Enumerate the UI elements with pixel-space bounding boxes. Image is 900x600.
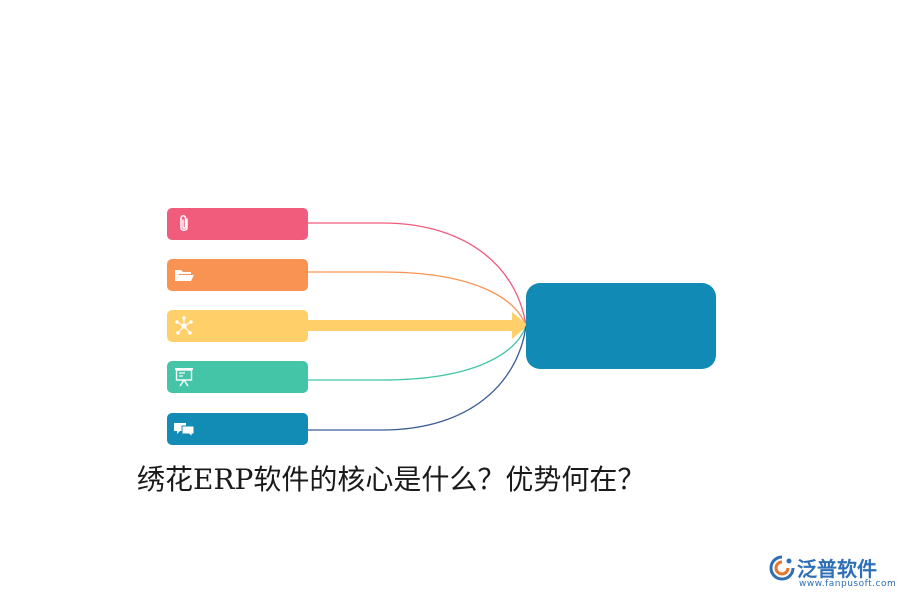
- connector-network-bar: [308, 320, 514, 331]
- watermark-brand: 泛普软件: [797, 557, 877, 581]
- node-paperclip: [167, 208, 308, 240]
- node-network: [167, 310, 308, 342]
- folder-icon: [175, 270, 194, 281]
- network-icon: [175, 316, 193, 335]
- connector-network-arrowhead: [512, 312, 528, 339]
- connector-folder: [308, 271, 527, 327]
- watermark-logo: 泛普软件 www.fanpusoft.com: [768, 552, 897, 594]
- node-chat: [167, 413, 308, 445]
- connector-presentation: [308, 325, 527, 381]
- watermark-url: www.fanpusoft.com: [799, 579, 897, 589]
- connector-chat: [308, 325, 527, 431]
- presentation-icon: [175, 368, 193, 387]
- chat-icon: [174, 423, 195, 439]
- node-folder: [167, 259, 308, 291]
- paperclip-icon: [180, 215, 188, 231]
- connector-paperclip: [308, 222, 527, 327]
- brand-mark-icon: [769, 555, 795, 581]
- node-presentation: [167, 361, 308, 393]
- hub-box: [526, 283, 716, 369]
- diagram-caption: 绣花ERP软件的核心是什么？优势何在？: [137, 463, 646, 496]
